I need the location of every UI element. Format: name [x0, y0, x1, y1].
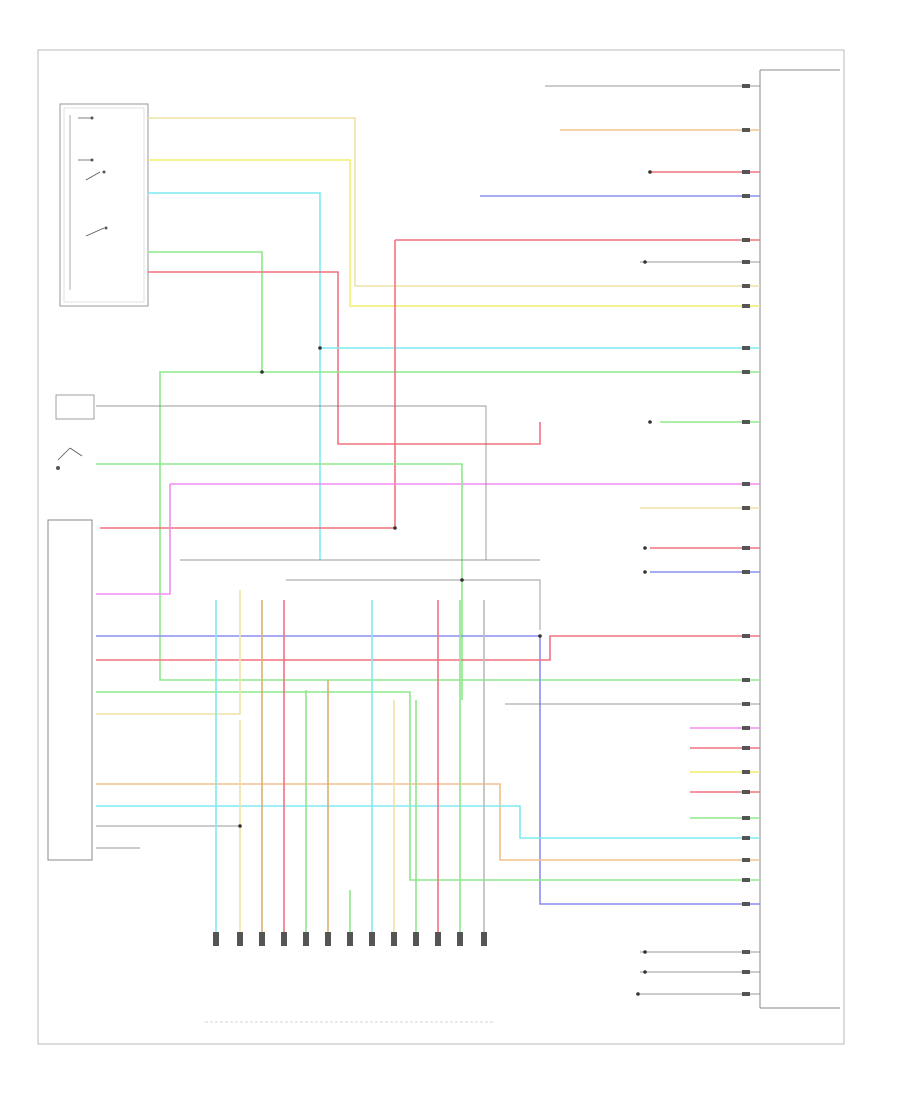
wire-runs-right	[96, 117, 760, 905]
wire-runs-vertical	[215, 600, 485, 940]
left-switch-assembly	[59, 103, 149, 307]
relay-box	[55, 394, 95, 470]
right-module-pins	[742, 84, 750, 996]
junction-dots	[238, 170, 652, 996]
left-module	[47, 519, 93, 861]
wire-runs-thin	[96, 85, 760, 995]
diagram-frame	[37, 49, 845, 1045]
right-module	[759, 69, 840, 1009]
bottom-connector-pins	[213, 932, 487, 946]
